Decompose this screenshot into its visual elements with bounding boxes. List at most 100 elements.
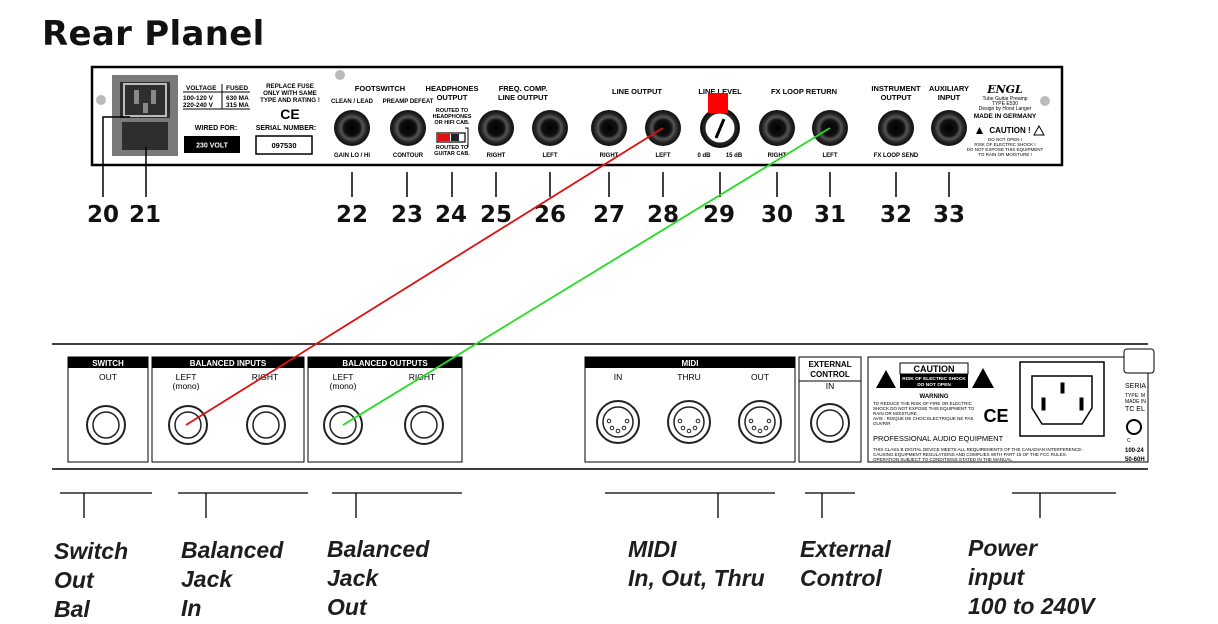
brand-line-4: MADE IN GERMANY [974,113,1037,120]
bal-in-left-label: LEFT [176,372,197,382]
callout-26: 26 [534,202,566,228]
rack-ce-mark: CE [983,406,1008,426]
jack-freq-comp-left [532,110,568,146]
footswitch-title: FOOTSWITCH [355,84,405,93]
caution-line-2: RISK OF ELECTRIC SHOCK ! [974,142,1035,147]
midi-title: MIDI [682,359,699,368]
freq-comp-right-label: RIGHT [487,153,506,159]
rack-jacks [86,403,850,445]
wired-for-badge [184,136,240,153]
midi-out-label: OUT [751,372,769,382]
caption-external-control: External Control [800,536,891,591]
rack-rear-panel: SWITCH BALANCED INPUTS BALANCED OUTPUTS … [52,343,1155,518]
side-line-2: TYPE: M [1125,393,1145,399]
routed-to-headphones-2: HEADPHONES [433,114,472,120]
side-line-4: TC EL [1125,406,1145,413]
footswitch-left-label: CLEAN / LEAD [331,99,374,105]
brand-line-1: Tube Guitar Preamp [982,96,1027,102]
rack-power-inlet [1019,361,1105,437]
callout-20: 20 [87,202,119,228]
fcc-line-2: CAUSING EQUIPMENT REGULATIONS AND COMPLI… [873,452,1067,457]
auxiliary-input-title-2: INPUT [938,93,961,102]
side-line-1: SERIA [1125,383,1146,390]
fuse-row-2: 315 MA [226,102,249,109]
footswitch-right-label: PREAMP DEFEAT [383,99,434,105]
freq-comp-left-label: LEFT [543,153,558,159]
external-control-title-1: EXTERNAL [808,360,851,369]
green-connection-cable [342,127,831,426]
fcc-line-3: OPERATION SUBJECT TO CONDITIONS STATED I… [873,457,1013,462]
rack-caution-sub-2: DO NOT OPEN [917,382,951,388]
pro-audio-label: PROFESSIONAL AUDIO EQUIPMENT [873,434,1004,443]
callout-23: 23 [391,202,423,228]
bal-in-right-label: RIGHT [252,372,278,382]
replace-fuse-line-3: TYPE AND RATING ! [260,97,320,104]
instrument-output-title-2: OUTPUT [881,93,912,102]
jack-fx-return-right [759,110,795,146]
fx-return-right-label: RIGHT [768,153,787,159]
caption-midi: MIDI In, Out, Thru [628,536,765,591]
jack-auxiliary-input [931,110,967,146]
midi-in-socket [596,400,640,444]
voltage-table: VOLTAGE FUSED 100-120 V 630 MA 220-240 V… [183,84,250,110]
voltage-row-1: 100-120 V [183,95,214,102]
rack-caution-block: CAUTION RISK OF ELECTRIC SHOCK DO NOT OP… [873,362,1083,462]
callout-33: 33 [933,202,965,228]
jack-fx-return-left [812,110,848,146]
rack-warning-line-1: TO REDUCE THE RISK OF FIRE OR ELECTRIC [873,401,973,406]
caution-line-1: DO NOT OPEN ! [988,137,1022,142]
routed-to-headphones-3: OR HIFI CAB. [434,120,470,126]
brand-line-3: Design by Horst Langer [979,106,1032,112]
instrument-output-title-1: INSTRUMENT [871,84,921,93]
callout-leaders [102,116,950,197]
midi-thru-label: THRU [677,372,701,382]
jack-balanced-output-right [404,405,444,445]
power-inlet-socket [112,75,178,156]
amp-jacks [334,110,967,146]
line-level-knob [700,93,740,148]
amp-rear-panel: VOLTAGE FUSED 100-120 V 630 MA 220-240 V… [87,65,1064,228]
fuse-row-1: 630 MA [226,95,249,102]
fx-loop-send-label: FX LOOP SEND [874,153,919,159]
warning-triangle-icon [976,127,983,134]
wired-for-value: 230 VOLT [196,143,228,150]
rack-caution-label: CAUTION [914,364,955,374]
jack-switch-out [86,405,126,445]
callout-29: 29 [703,202,735,228]
midi-in-label: IN [614,372,623,382]
bal-out-mono-label: (mono) [330,381,357,391]
brand-block: ENGL Tube Guitar Preamp TYPE E530 Design… [967,83,1045,157]
fcc-line-1: THIS CLASS B DIGITAL DEVICE MEETS ALL RE… [873,447,1083,452]
external-control-title-2: CONTROL [810,370,850,379]
rack-warning-line-3: RAIN OR MOISTURE [873,411,917,416]
midi-thru-socket [667,400,711,444]
jack-instrument-output [878,110,914,146]
midi-out-socket [738,400,782,444]
replace-fuse-line-1: REPLACE FUSE [266,83,314,90]
line-level-title: LINE LEVEL [698,87,742,96]
callout-21: 21 [129,202,161,228]
ce-mark: CE [280,106,299,122]
warning-triangle-icon [972,368,994,388]
screw-icon [335,70,345,80]
routed-to-cab-2: GUITAR CAB. [434,151,470,157]
callout-24: 24 [435,202,467,228]
rack-caution-sub-1: RISK OF ELECTRIC SHOCK [902,376,966,382]
certification-mark-icon [1126,419,1142,435]
routed-to-cab-1: ROUTED TO [436,145,469,151]
serial-box [255,135,313,155]
jack-freq-comp-right [478,110,514,146]
callout-32: 32 [880,202,912,228]
balanced-outputs-title: BALANCED OUTPUTS [342,359,428,368]
rack-warning-line-5: OUVRIR [873,421,891,426]
brand-logo: ENGL [986,83,1023,96]
caption-balanced-jack-in: Balanced Jack In [181,537,284,621]
switch-title: SWITCH [92,359,124,368]
caption-balanced-jack-out: Balanced Jack Out [327,536,430,620]
bal-in-mono-label: (mono) [173,381,200,391]
voltage-row-2: 220-240 V [183,102,214,109]
external-in-label: IN [826,381,835,391]
callout-27: 27 [593,202,625,228]
rear-panel-diagram: VOLTAGE FUSED 100-120 V 630 MA 220-240 V… [52,65,1155,518]
contour-label: CONTOUR [393,153,424,159]
